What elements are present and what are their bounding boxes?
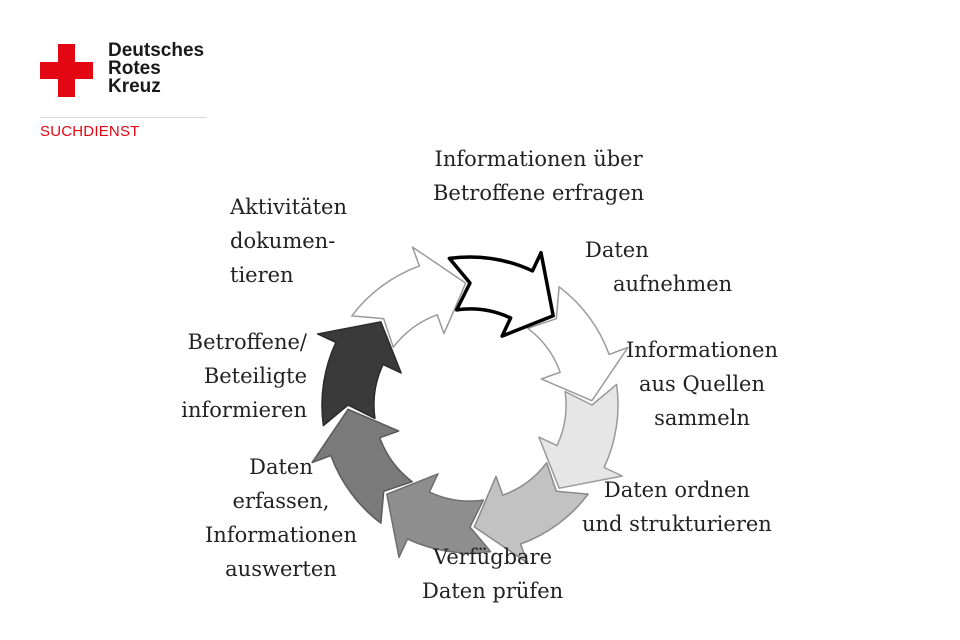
- step-label-sammeln: Informationen aus Quellen sammeln: [626, 338, 778, 430]
- cycle-arrow-erfassen: [311, 408, 413, 524]
- cycle-arrow-pruefen: [386, 473, 492, 559]
- header-divider: [40, 117, 207, 118]
- step-label-ordnen: Daten ordnen und strukturieren: [582, 478, 772, 536]
- org-line-1: Deutsches: [108, 40, 205, 61]
- step-label-erfassen: Daten erfassen, Informationen auswerten: [205, 455, 357, 581]
- step-label-erfragen: Informationen über Betroffene erfragen: [433, 147, 645, 205]
- step-label-dokumentieren: Aktivitäten dokumen- tieren: [230, 195, 347, 287]
- service-name: SUCHDIENST: [40, 123, 140, 140]
- cycle-arrow-sammeln: [538, 383, 624, 489]
- org-line-3: Kreuz: [108, 76, 161, 97]
- step-label-pruefen: Verfügbare Daten prüfen: [422, 545, 564, 603]
- cycle-arrow-erfragen: [447, 250, 555, 338]
- red-cross-icon: [40, 44, 93, 97]
- step-label-aufnehmen: Daten aufnehmen: [585, 238, 733, 296]
- organization-name: Deutsches Rotes Kreuz: [108, 40, 205, 97]
- cycle-arrow-aufnehmen: [527, 286, 629, 402]
- cycle-arrow-dokumentieren: [351, 246, 467, 348]
- cycle-arrow-informieren: [316, 321, 402, 427]
- cycle-arrow-ordnen: [473, 462, 589, 564]
- step-label-informieren: Betroffene/ Beteiligte informieren: [181, 330, 307, 422]
- org-line-2: Rotes: [108, 58, 161, 79]
